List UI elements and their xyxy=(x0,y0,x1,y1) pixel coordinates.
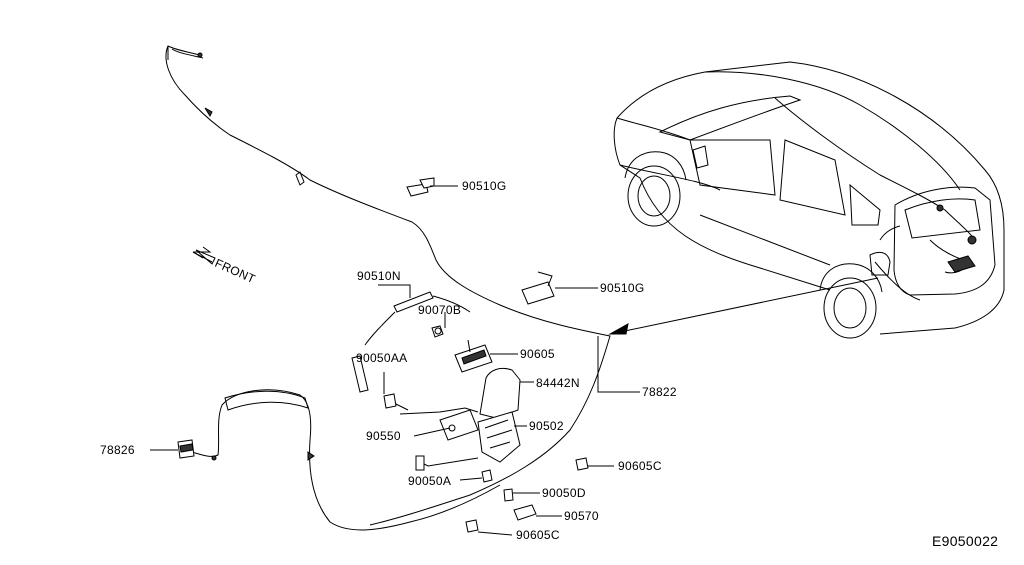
cable-78826 xyxy=(191,389,501,531)
front-direction-indicator: FRONT xyxy=(192,246,258,286)
bolt-90050aa xyxy=(383,393,397,409)
bolt-90050d xyxy=(503,488,514,502)
leader-lines xyxy=(150,185,640,536)
callout-90502: 90502 xyxy=(529,419,564,433)
callout-90050d: 90050D xyxy=(542,486,586,500)
cable-78822 xyxy=(165,45,611,526)
callout-90605c-right: 90605C xyxy=(618,459,662,473)
callout-78822: 78822 xyxy=(642,385,677,399)
callout-90510n: 90510N xyxy=(357,269,401,283)
lock-90502 xyxy=(477,411,521,463)
clip-90605c-right xyxy=(575,457,589,471)
clip-90510g-mid xyxy=(521,281,555,305)
handle-84442n xyxy=(479,367,521,419)
front-label: FRONT xyxy=(213,256,258,286)
callout-90050aa: 90050AA xyxy=(356,351,407,365)
callout-90605: 90605 xyxy=(520,347,555,361)
callout-90605c-bottom: 90605C xyxy=(516,528,560,542)
clip-90510g-top xyxy=(406,183,429,197)
diagram-id: E9050022 xyxy=(932,533,998,549)
callout-90550: 90550 xyxy=(366,429,401,443)
clip-90605c-bottom xyxy=(465,519,479,533)
callout-78826: 78826 xyxy=(100,443,135,457)
detail-pointer-arrow xyxy=(608,277,879,335)
bracket-90570 xyxy=(513,504,537,521)
callout-90070b: 90070B xyxy=(418,303,461,317)
vehicle-illustration xyxy=(613,61,1005,339)
callout-90510g-top: 90510G xyxy=(462,179,507,193)
actuator-90550 xyxy=(439,409,479,441)
callout-90050a: 90050A xyxy=(408,474,451,488)
callout-90570: 90570 xyxy=(564,509,599,523)
bolt-90050a xyxy=(481,469,493,483)
callout-labels: 90510G 90510G 90510N 90070B 90605 90050A… xyxy=(100,179,677,542)
callout-84442n: 84442N xyxy=(536,376,580,390)
protector-90510n xyxy=(393,291,434,313)
callout-90510g-mid: 90510G xyxy=(600,281,645,295)
